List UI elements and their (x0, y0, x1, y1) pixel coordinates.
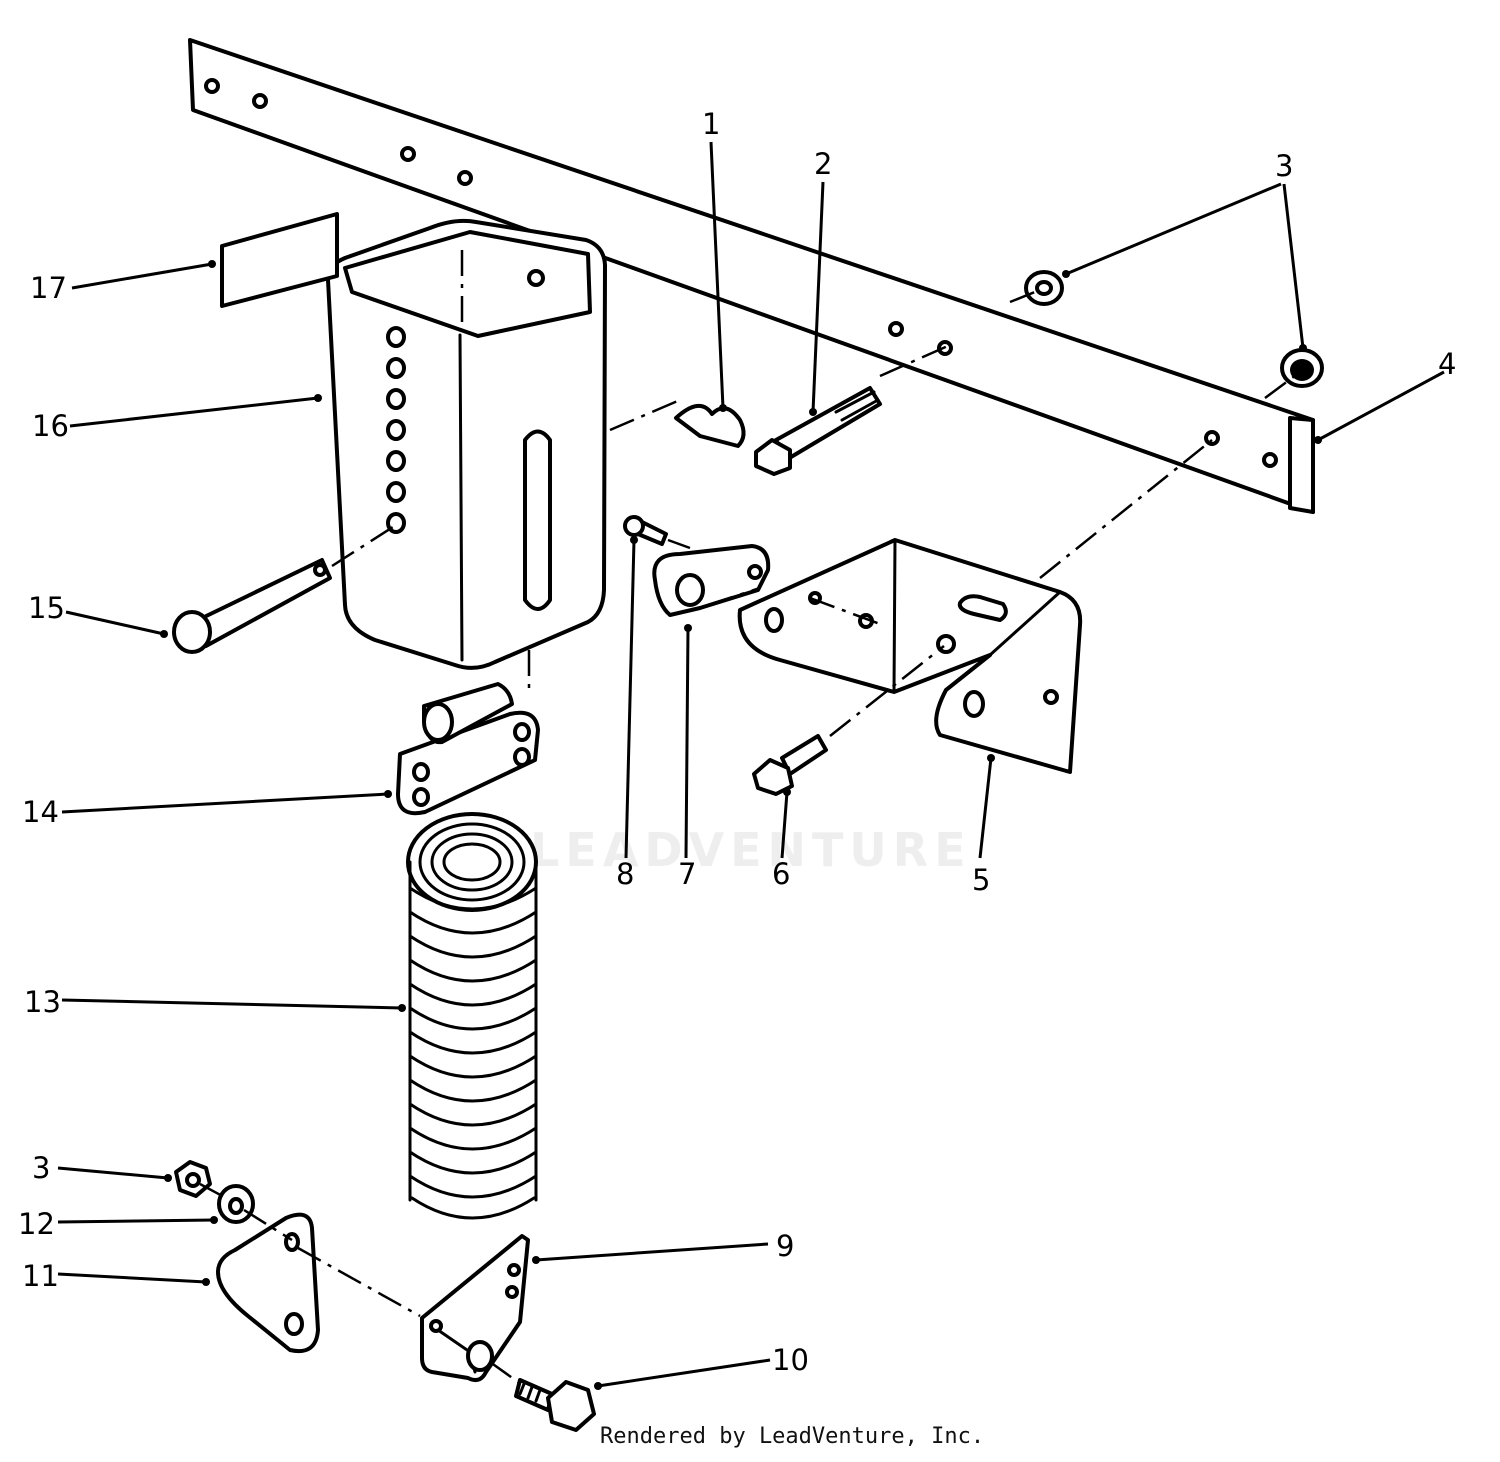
part-12-washer[interactable] (217, 1184, 255, 1224)
callout-14: 14 (22, 795, 59, 829)
callout-labels: 1 2 3 4 5 6 7 8 9 10 11 12 3 13 14 15 16… (18, 107, 1456, 1377)
part-16-square-tube[interactable] (325, 218, 607, 670)
part-7-plate[interactable] (652, 544, 771, 617)
part-6-bolt[interactable] (752, 734, 828, 796)
assembly-centerlines (199, 250, 1301, 1384)
callout-6: 6 (772, 857, 790, 891)
part-9-angle-bracket[interactable] (420, 1234, 530, 1382)
part-1-hairpin-clip[interactable] (674, 404, 746, 448)
leader-lines (57, 141, 1445, 1390)
callout-1: 1 (702, 107, 720, 141)
callout-15: 15 (28, 591, 65, 625)
callout-17: 17 (30, 271, 67, 305)
part-10-bolt[interactable] (514, 1378, 596, 1432)
callout-5: 5 (972, 863, 990, 897)
part-3-nut-lower[interactable] (1280, 348, 1324, 388)
callout-2: 2 (814, 147, 832, 181)
callout-3-top: 3 (1275, 149, 1293, 183)
render-credit: Rendered by LeadVenture, Inc. (600, 1424, 985, 1449)
part-4-bar[interactable] (188, 38, 1315, 514)
callout-12: 12 (18, 1207, 55, 1241)
callout-3-bottom: 3 (32, 1151, 50, 1185)
callout-13: 13 (24, 985, 61, 1019)
part-3-nut-bottom[interactable] (174, 1160, 212, 1198)
part-2-bolt[interactable] (754, 386, 882, 476)
part-14-bushing-block[interactable] (396, 682, 540, 816)
callout-16: 16 (32, 409, 69, 443)
part-5-u-bracket[interactable] (737, 538, 1083, 774)
callout-9: 9 (776, 1229, 794, 1263)
callout-10: 10 (772, 1343, 809, 1377)
part-11-plate[interactable] (216, 1212, 320, 1353)
part-8-screw[interactable] (623, 515, 668, 546)
callout-8: 8 (616, 857, 634, 891)
part-15-clevis-pin[interactable] (172, 558, 332, 654)
callout-11: 11 (22, 1259, 59, 1293)
part-17-decal[interactable] (220, 212, 339, 308)
callout-4: 4 (1438, 347, 1456, 381)
watermark: LEADVENTURE (530, 823, 972, 877)
part-3-nut-upper[interactable] (1024, 270, 1064, 306)
part-13-spring[interactable] (406, 812, 538, 1220)
callout-7: 7 (678, 857, 696, 891)
